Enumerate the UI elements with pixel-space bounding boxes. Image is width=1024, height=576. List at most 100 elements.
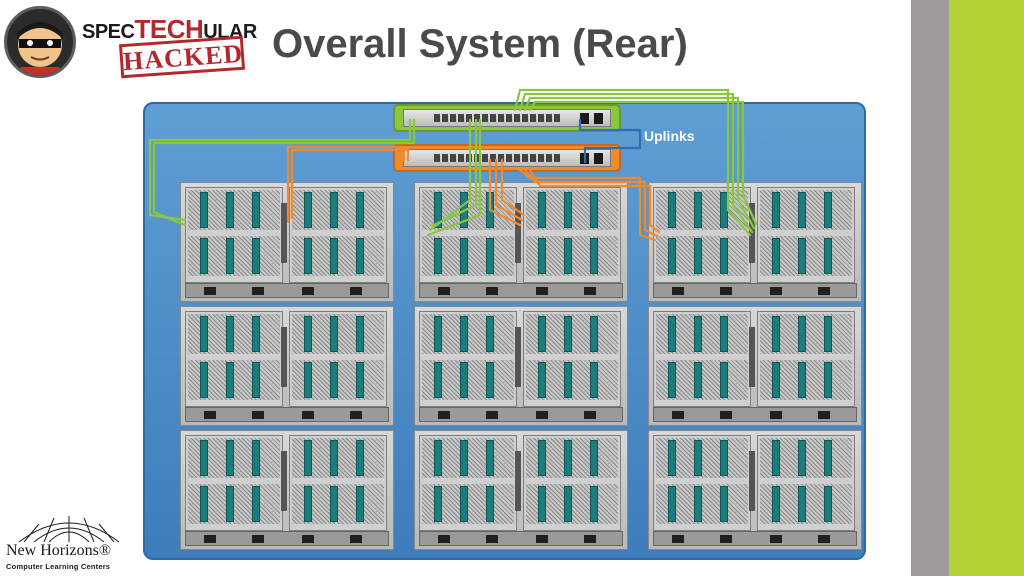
blade-server bbox=[289, 435, 387, 531]
network-port bbox=[442, 114, 448, 122]
network-port bbox=[450, 154, 456, 162]
fan-module bbox=[824, 316, 832, 352]
globe-arc-icon bbox=[18, 516, 120, 542]
power-plug-icon bbox=[204, 287, 216, 295]
blade-chassis bbox=[180, 430, 394, 550]
fan-module bbox=[772, 440, 780, 476]
fan-module bbox=[694, 316, 702, 352]
decorative-green-bar bbox=[949, 0, 1024, 576]
network-port bbox=[538, 114, 544, 122]
blade-server bbox=[757, 187, 855, 283]
fan-module bbox=[694, 238, 702, 274]
fan-module bbox=[538, 238, 546, 274]
fan-module bbox=[694, 440, 702, 476]
network-port bbox=[514, 114, 520, 122]
new-horizons-tagline: Computer Learning Centers bbox=[6, 562, 111, 571]
fan-module bbox=[564, 362, 572, 398]
power-plug-icon bbox=[204, 535, 216, 543]
fan-module bbox=[304, 440, 312, 476]
fan-module bbox=[590, 316, 598, 352]
blade-server bbox=[289, 311, 387, 407]
fan-module bbox=[200, 316, 208, 352]
fan-module bbox=[564, 316, 572, 352]
fan-module bbox=[772, 238, 780, 274]
fan-module bbox=[564, 486, 572, 522]
fan-module bbox=[356, 192, 364, 228]
fan-module bbox=[460, 192, 468, 228]
power-inlet-icon bbox=[594, 153, 603, 164]
network-port bbox=[458, 154, 464, 162]
network-port bbox=[522, 154, 528, 162]
fan-module bbox=[668, 238, 676, 274]
network-port bbox=[434, 154, 440, 162]
fan-module bbox=[252, 362, 260, 398]
power-inlet-icon bbox=[580, 113, 589, 124]
power-plug-icon bbox=[818, 535, 830, 543]
fan-module bbox=[694, 486, 702, 522]
io-module bbox=[749, 327, 755, 387]
fan-module bbox=[304, 238, 312, 274]
blade-chassis bbox=[414, 430, 628, 550]
fan-module bbox=[486, 362, 494, 398]
power-plug-icon bbox=[252, 535, 264, 543]
fan-module bbox=[460, 238, 468, 274]
power-plug-icon bbox=[438, 287, 450, 295]
power-plug-icon bbox=[302, 411, 314, 419]
fan-module bbox=[486, 192, 494, 228]
power-supply-row bbox=[419, 407, 623, 422]
fan-module bbox=[226, 486, 234, 522]
fan-module bbox=[824, 238, 832, 274]
io-module bbox=[749, 203, 755, 263]
fan-module bbox=[486, 316, 494, 352]
power-supply-row bbox=[185, 531, 389, 546]
fan-module bbox=[200, 486, 208, 522]
power-plug-icon bbox=[536, 287, 548, 295]
power-plug-icon bbox=[584, 411, 596, 419]
network-port bbox=[490, 154, 496, 162]
fan-module bbox=[772, 192, 780, 228]
fan-module bbox=[590, 238, 598, 274]
power-plug-icon bbox=[672, 411, 684, 419]
fan-module bbox=[200, 362, 208, 398]
network-port bbox=[546, 154, 552, 162]
power-plug-icon bbox=[770, 535, 782, 543]
fan-module bbox=[720, 362, 728, 398]
fan-module bbox=[538, 362, 546, 398]
fan-module bbox=[486, 440, 494, 476]
io-module bbox=[515, 203, 521, 263]
fan-module bbox=[798, 486, 806, 522]
blade-server bbox=[757, 435, 855, 531]
network-port bbox=[514, 154, 520, 162]
power-plug-icon bbox=[252, 411, 264, 419]
fan-module bbox=[330, 316, 338, 352]
fan-module bbox=[252, 192, 260, 228]
fan-module bbox=[330, 362, 338, 398]
network-port bbox=[482, 114, 488, 122]
fan-module bbox=[434, 486, 442, 522]
blade-chassis bbox=[414, 182, 628, 302]
fan-module bbox=[226, 192, 234, 228]
blade-chassis bbox=[180, 306, 394, 426]
power-plug-icon bbox=[672, 535, 684, 543]
fan-module bbox=[460, 440, 468, 476]
fan-module bbox=[252, 440, 260, 476]
fan-module bbox=[460, 316, 468, 352]
blade-chassis bbox=[180, 182, 394, 302]
network-port bbox=[498, 154, 504, 162]
fan-module bbox=[460, 486, 468, 522]
fan-module bbox=[720, 440, 728, 476]
fan-module bbox=[798, 362, 806, 398]
power-plug-icon bbox=[818, 411, 830, 419]
fan-module bbox=[434, 362, 442, 398]
fan-module bbox=[330, 192, 338, 228]
fan-module bbox=[200, 192, 208, 228]
fan-module bbox=[356, 486, 364, 522]
network-port bbox=[442, 154, 448, 162]
masked-hacker-avatar-icon bbox=[4, 6, 76, 78]
power-plug-icon bbox=[486, 411, 498, 419]
fabric-interconnect-a-body bbox=[403, 109, 611, 127]
power-plug-icon bbox=[350, 535, 362, 543]
network-port bbox=[530, 154, 536, 162]
io-module bbox=[281, 451, 287, 511]
power-supply-row bbox=[185, 407, 389, 422]
